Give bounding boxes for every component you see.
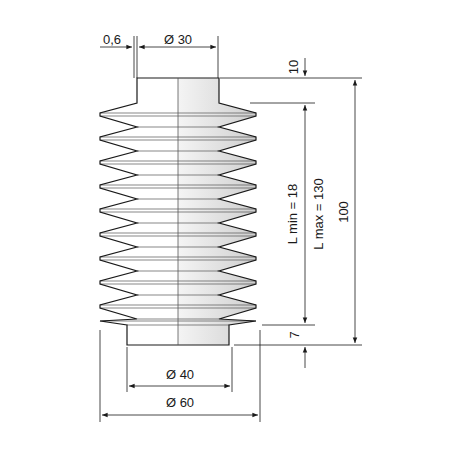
dimension-lines xyxy=(100,36,362,422)
collar-height-label: 10 xyxy=(287,60,300,74)
inner-diameter-label: Ø 30 xyxy=(164,33,192,46)
max-length-label: L max = 130 xyxy=(312,178,325,249)
wall-thickness-label: 0,6 xyxy=(103,33,121,46)
bellows-body xyxy=(100,70,278,360)
total-length-label: 100 xyxy=(337,201,350,223)
min-length-label: L min = 18 xyxy=(286,184,299,245)
collar-height-label: 7 xyxy=(288,331,301,338)
collar-diameter-label: Ø 40 xyxy=(166,368,194,381)
outer-diameter-label: Ø 60 xyxy=(166,396,194,409)
